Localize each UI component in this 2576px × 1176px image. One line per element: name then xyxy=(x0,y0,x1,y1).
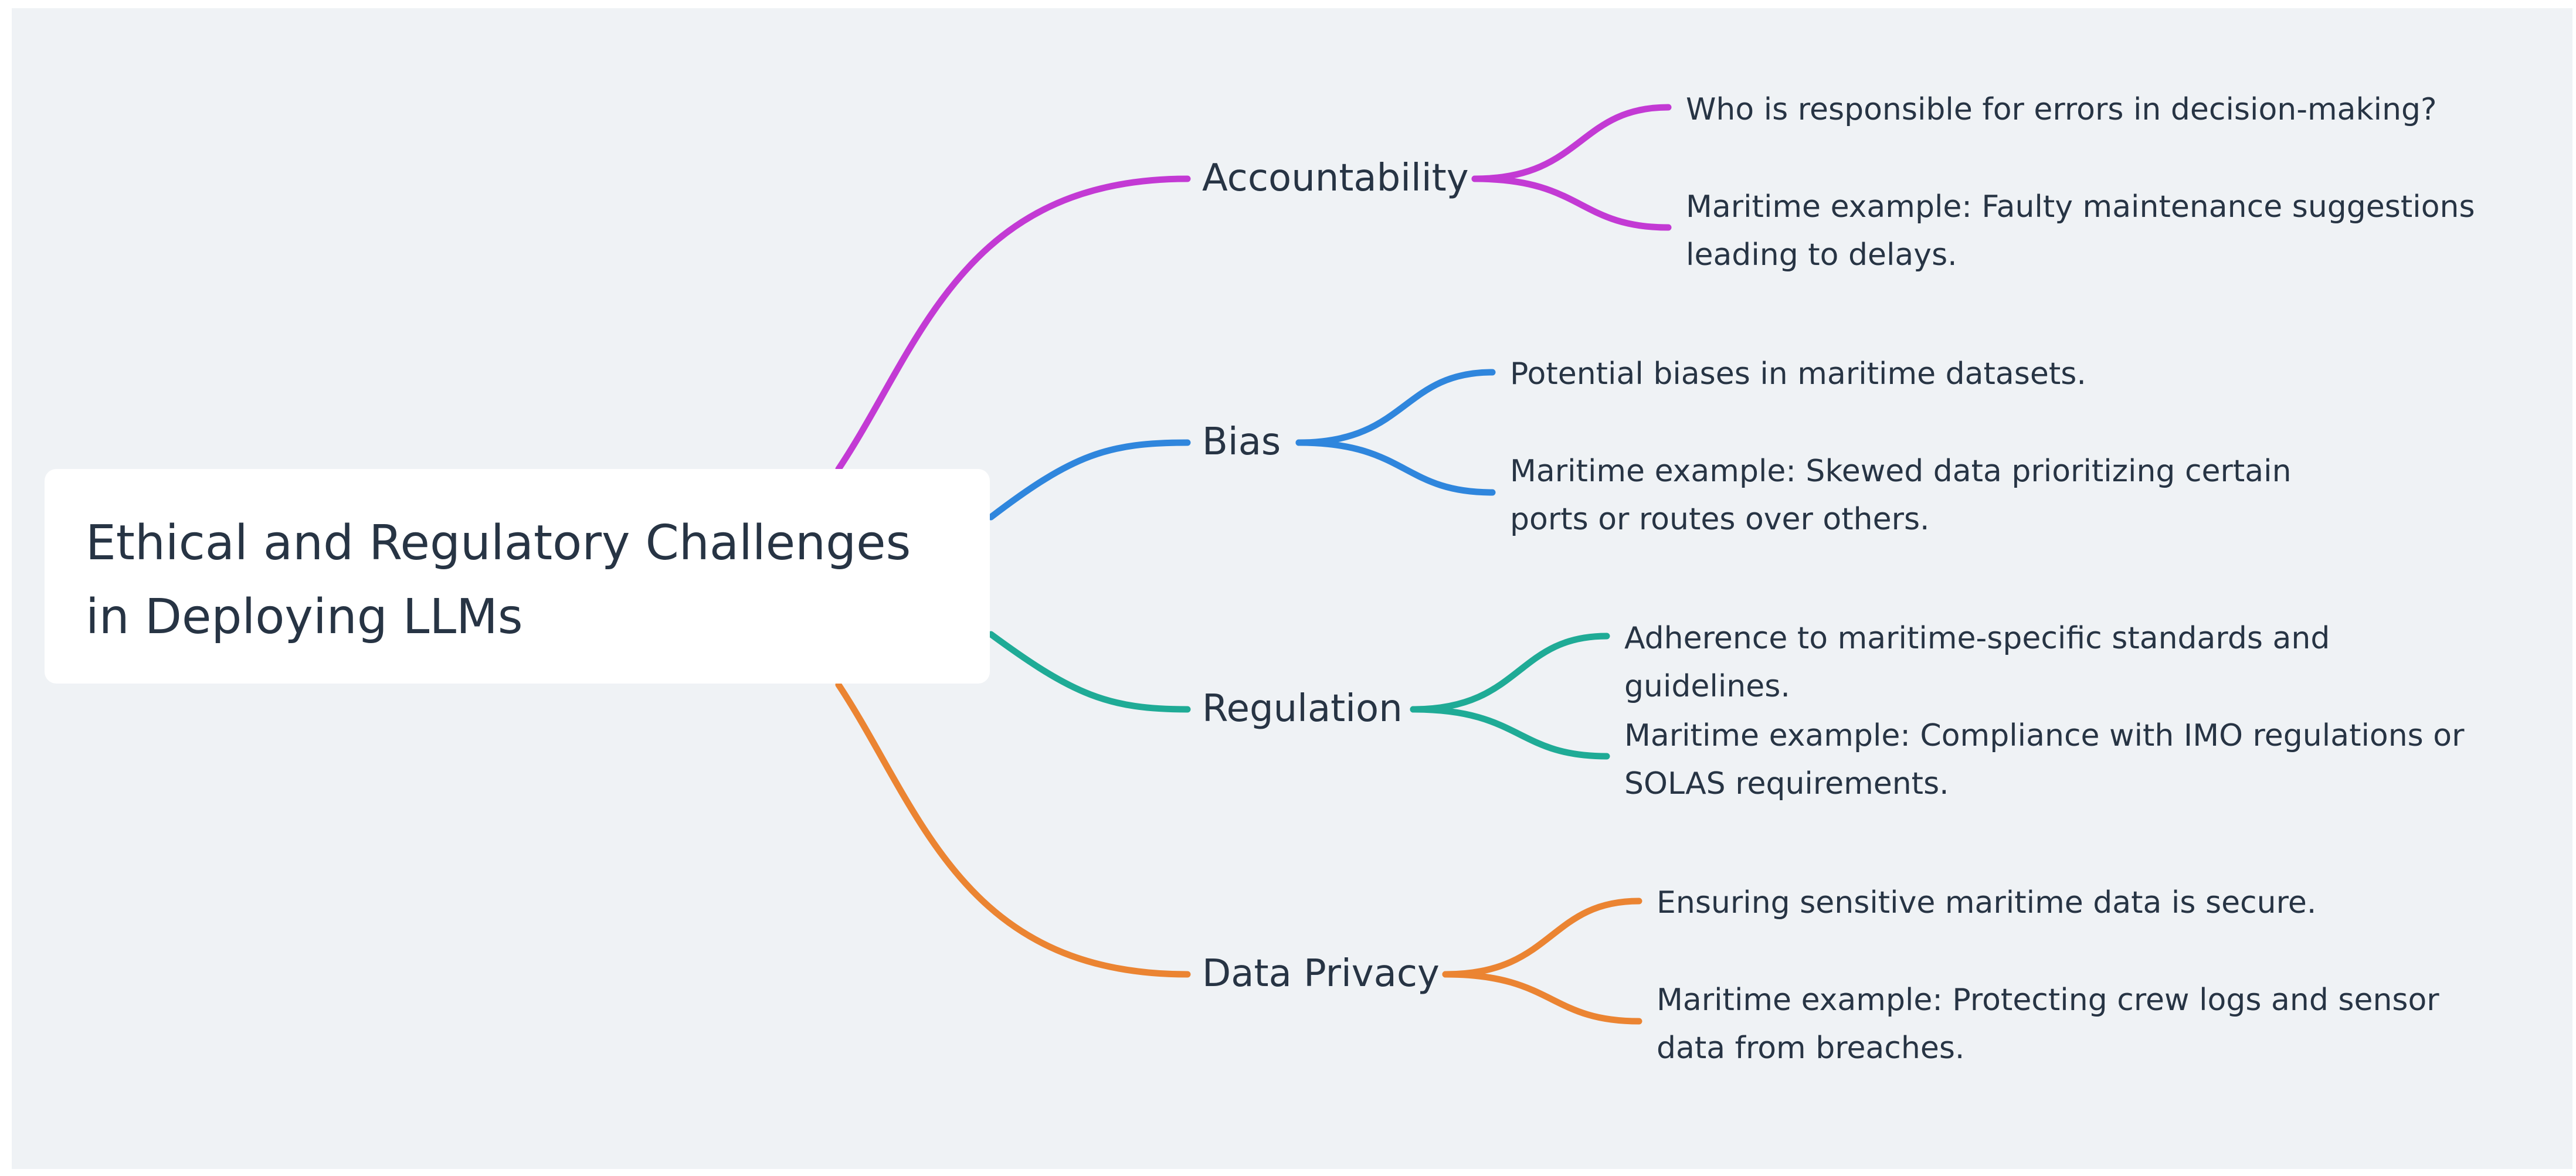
leaf-bias-2[interactable]: Maritime example: Skewed data prioritizi… xyxy=(1510,454,2292,537)
leaf-data-privacy-2[interactable]: Maritime example: Protecting crew logs a… xyxy=(1657,983,2439,1066)
connector-regulation-leaf-2 xyxy=(1410,706,1610,760)
connector-root-regulation xyxy=(987,631,1191,713)
leaf-regulation-2[interactable]: Maritime example: Compliance with IMO re… xyxy=(1624,718,2465,801)
branch-bias[interactable]: Bias xyxy=(1202,420,1281,464)
connector-root-accountability xyxy=(835,175,1191,473)
connector-data-privacy-leaf-2 xyxy=(1442,971,1642,1025)
leaf-accountability-1[interactable]: Who is responsible for errors in decisio… xyxy=(1686,92,2437,127)
connector-accountability-leaf-1 xyxy=(1471,104,1672,182)
root-title: Ethical and Regulatory Challenges in Dep… xyxy=(86,515,911,645)
leaf-bias-1[interactable]: Potential biases in maritime datasets. xyxy=(1510,356,2086,392)
connector-root-bias xyxy=(987,439,1191,521)
branch-data-privacy[interactable]: Data Privacy xyxy=(1202,952,1440,995)
connector-root-data-privacy xyxy=(835,681,1191,978)
branch-regulation[interactable]: Regulation xyxy=(1202,687,1403,730)
connector-bias-leaf-2 xyxy=(1295,439,1496,496)
leaf-regulation-1[interactable]: Adherence to maritime-specific standards… xyxy=(1624,621,2330,704)
branch-accountability[interactable]: Accountability xyxy=(1202,157,1469,200)
leaf-data-privacy-1[interactable]: Ensuring sensitive maritime data is secu… xyxy=(1657,885,2317,920)
leaf-accountability-2[interactable]: Maritime example: Faulty maintenance sug… xyxy=(1686,189,2475,273)
connector-bias-leaf-1 xyxy=(1295,369,1496,446)
connector-regulation-leaf-1 xyxy=(1410,633,1610,713)
connector-data-privacy-leaf-1 xyxy=(1442,898,1642,978)
connector-accountability-leaf-2 xyxy=(1471,175,1672,231)
root-node[interactable]: Ethical and Regulatory Challenges in Dep… xyxy=(45,469,990,684)
